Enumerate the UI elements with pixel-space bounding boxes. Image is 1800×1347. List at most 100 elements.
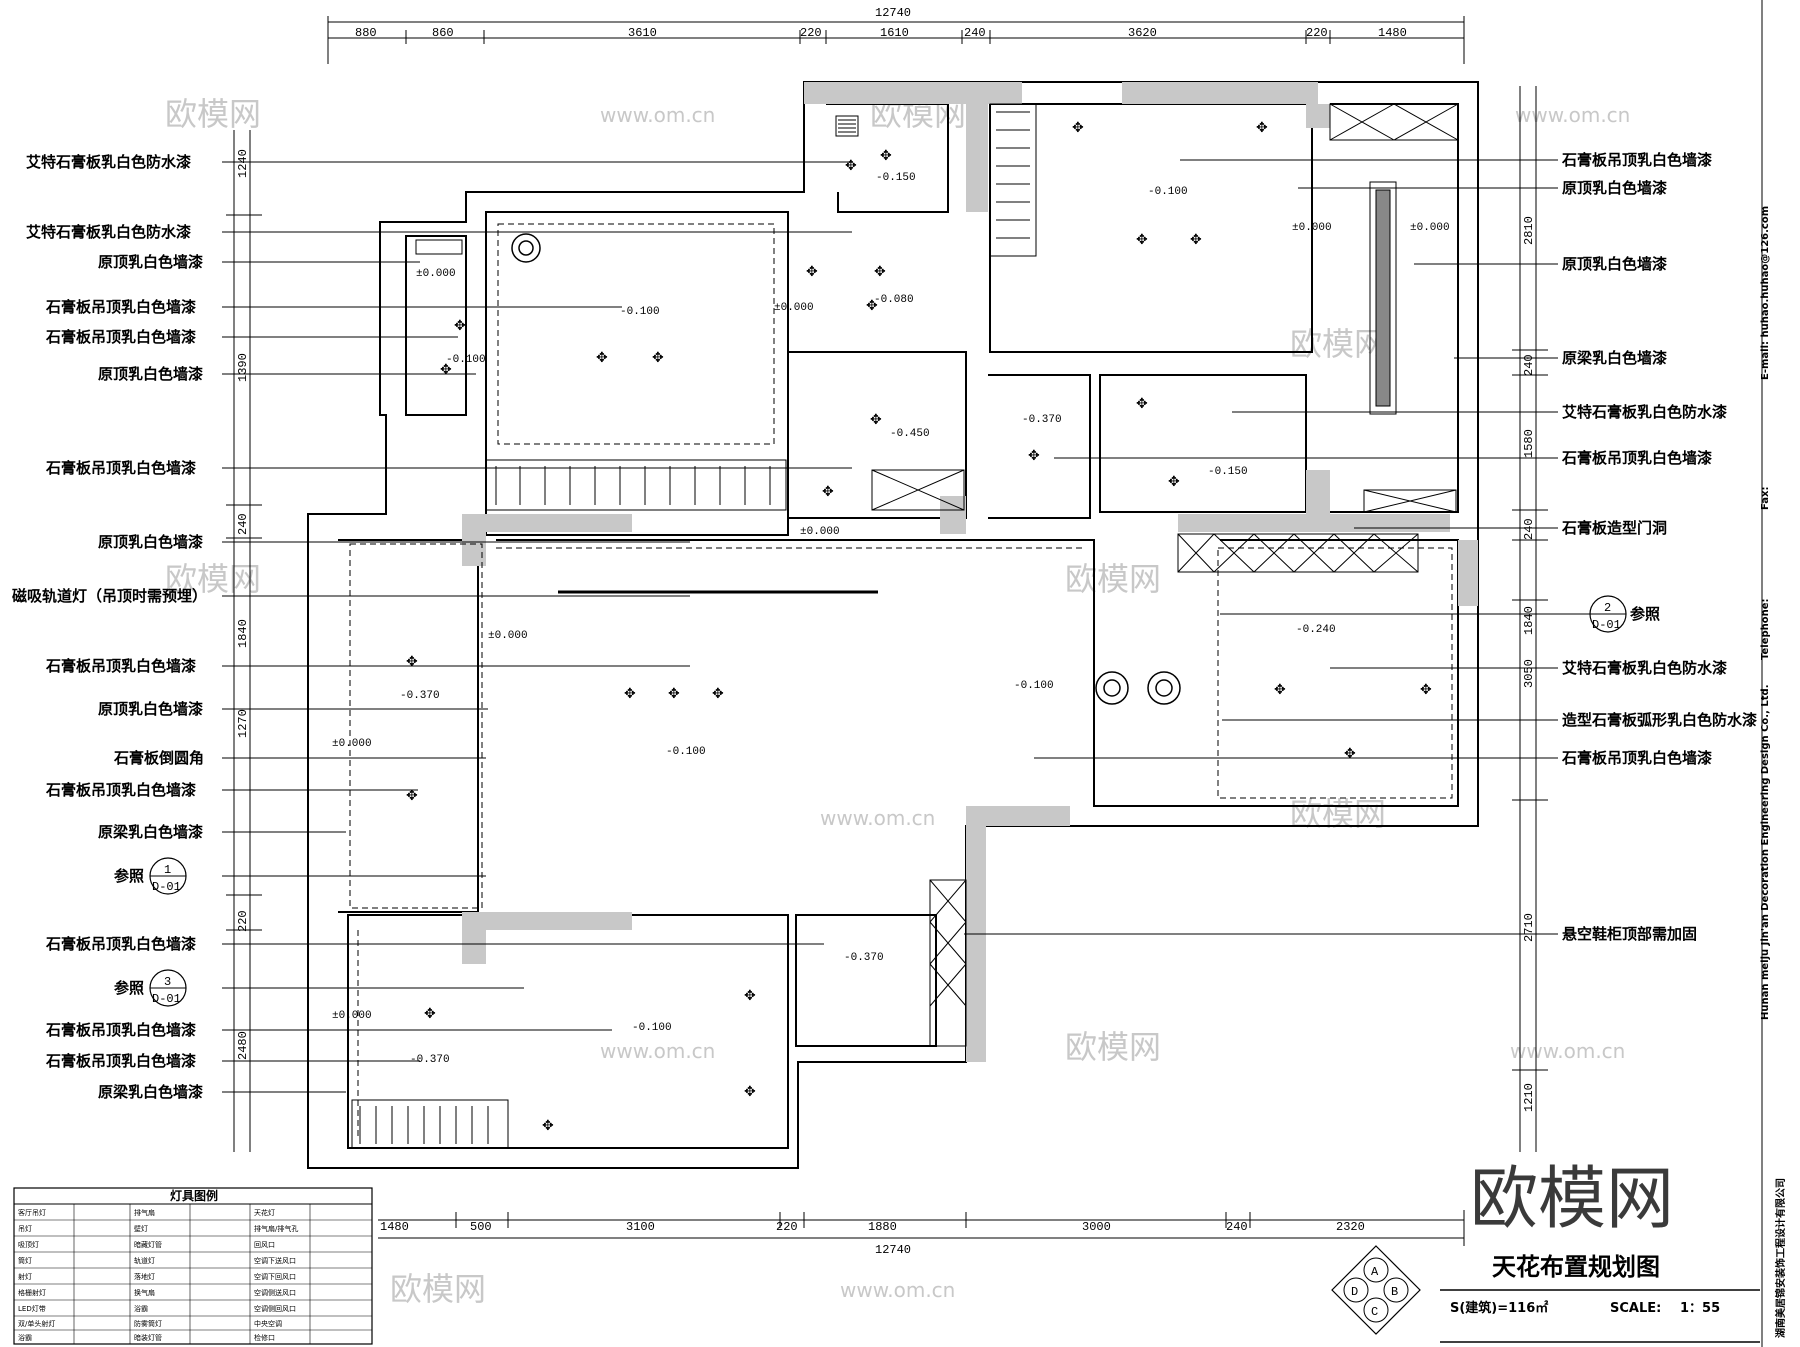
svg-text:✥: ✥ bbox=[1136, 396, 1148, 412]
legend-item: 客厅吊灯 bbox=[18, 1208, 46, 1217]
annotation-label: 艾特石膏板乳白色防水漆 bbox=[26, 153, 191, 171]
svg-text:✥: ✥ bbox=[1028, 448, 1040, 464]
elevation-mark: ±0.000 bbox=[1410, 222, 1450, 234]
svg-text:✥: ✥ bbox=[744, 1084, 756, 1100]
legend-item: 天花灯 bbox=[254, 1208, 275, 1217]
svg-text:✥: ✥ bbox=[845, 158, 857, 174]
elevation-mark: -0.150 bbox=[876, 172, 916, 184]
svg-text:✥: ✥ bbox=[880, 148, 892, 164]
svg-text:✥: ✥ bbox=[454, 318, 466, 334]
rose-letter: A bbox=[1371, 1265, 1379, 1279]
elevation-mark: -0.150 bbox=[1208, 466, 1248, 478]
elevation-mark: ±0.000 bbox=[332, 1010, 372, 1022]
elevation-mark: -0.370 bbox=[1022, 414, 1062, 426]
ceiling-lamps bbox=[511, 233, 1181, 705]
elevation-mark: -0.370 bbox=[410, 1054, 450, 1066]
annotation-label: 参照 bbox=[1630, 605, 1660, 623]
elevation-mark: ±0.000 bbox=[332, 738, 372, 750]
annotation-label: 造型石膏板弧形乳白色防水漆 bbox=[1562, 711, 1757, 729]
right-leader-lines bbox=[964, 159, 1590, 935]
bottom-dimension-text: 1480 500 3100 220 1880 3000 240 2320 127… bbox=[380, 1220, 1365, 1257]
legend-item: LED灯带 bbox=[18, 1304, 46, 1313]
legend-title: 灯具图例 bbox=[170, 1188, 218, 1203]
annotation-label: 参照 bbox=[114, 979, 144, 997]
legend-item: 空调下回风口 bbox=[254, 1272, 296, 1281]
elevation-mark: -0.100 bbox=[446, 354, 486, 366]
reference-number: 1 bbox=[164, 863, 171, 877]
elevation-mark: -0.100 bbox=[1014, 680, 1054, 692]
dim-bottom: 3000 bbox=[1082, 1220, 1111, 1234]
annotation-label: 石膏板吊顶乳白色墙漆 bbox=[45, 781, 196, 799]
dim-left: 1240 bbox=[236, 149, 250, 178]
reference-number: 3 bbox=[164, 975, 171, 989]
watermark-url: www.om.cn bbox=[1515, 103, 1630, 127]
dim-top: 220 bbox=[800, 26, 822, 40]
annotation-label: 原梁乳白色墙漆 bbox=[98, 823, 203, 841]
svg-text:✥: ✥ bbox=[1136, 232, 1148, 248]
annotation-label: 悬空鞋柜顶部需加固 bbox=[1562, 925, 1697, 943]
watermark-logo: 欧模网 bbox=[1065, 1028, 1161, 1066]
svg-text:✥: ✥ bbox=[424, 1006, 436, 1022]
watermark-logo: 欧模网 bbox=[1290, 795, 1386, 833]
elevation-mark: ±0.000 bbox=[1292, 222, 1332, 234]
watermark-url: www.om.cn bbox=[600, 103, 715, 127]
watermark-logo: 欧模网 bbox=[1065, 560, 1161, 598]
dim-right: 240 bbox=[1522, 518, 1536, 540]
legend-item: 排气扇 bbox=[134, 1208, 155, 1217]
svg-text:✥: ✥ bbox=[542, 1118, 554, 1134]
annotation-label: 石膏板吊顶乳白色墙漆 bbox=[45, 298, 196, 316]
svg-text:✥: ✥ bbox=[1256, 120, 1268, 136]
dim-top: 3610 bbox=[628, 26, 657, 40]
svg-text:✥: ✥ bbox=[1344, 746, 1356, 762]
dim-left: 220 bbox=[236, 910, 250, 932]
dim-right: 1210 bbox=[1522, 1083, 1536, 1112]
dim-total-top: 12740 bbox=[875, 6, 911, 20]
dim-bottom: 1880 bbox=[868, 1220, 897, 1234]
dim-right: 2710 bbox=[1522, 913, 1536, 942]
svg-text:✥: ✥ bbox=[1274, 682, 1286, 698]
legend-item: 吊灯 bbox=[18, 1224, 32, 1233]
elevation-mark: ±0.000 bbox=[488, 630, 528, 642]
elevation-mark: -0.450 bbox=[890, 428, 930, 440]
annotation-label: 石膏板吊顶乳白色墙漆 bbox=[45, 935, 196, 953]
legend-item: 筒灯 bbox=[18, 1256, 32, 1265]
rose-letter: D bbox=[1351, 1285, 1358, 1299]
annotation-label: 参照 bbox=[114, 867, 144, 885]
dim-bottom: 2320 bbox=[1336, 1220, 1365, 1234]
watermark-url: www.om.cn bbox=[820, 806, 935, 830]
reference-sheet: D-01 bbox=[152, 992, 181, 1006]
annotation-label: 艾特石膏板乳白色防水漆 bbox=[1562, 403, 1727, 421]
rose-letter: C bbox=[1371, 1305, 1378, 1319]
legend-item: 防雾筒灯 bbox=[134, 1319, 162, 1328]
watermark-logo: 欧模网 bbox=[1290, 325, 1386, 363]
annotation-label: 原顶乳白色墙漆 bbox=[1562, 179, 1667, 197]
elevation-mark: -0.100 bbox=[1148, 186, 1188, 198]
watermark-logo-large: 欧模网 bbox=[1470, 1160, 1674, 1239]
dim-top: 220 bbox=[1306, 26, 1328, 40]
elevation-mark: ±0.000 bbox=[416, 268, 456, 280]
legend-item: 排气扇/排气孔 bbox=[254, 1224, 298, 1233]
drawing-title: 天花布置规划图 bbox=[1492, 1253, 1660, 1281]
elevation-mark: -0.080 bbox=[874, 294, 914, 306]
legend-item: 中央空调 bbox=[254, 1319, 282, 1328]
svg-text:✥: ✥ bbox=[624, 686, 636, 702]
section-reference-2: 2 D-01 bbox=[1589, 595, 1627, 633]
scale-value: 1：55 bbox=[1680, 1301, 1720, 1316]
scale-label: SCALE: bbox=[1610, 1301, 1661, 1316]
compass-rose: A B C D bbox=[1331, 1245, 1421, 1335]
dim-right: 3050 bbox=[1522, 659, 1536, 688]
left-labels: 艾特石膏板乳白色防水漆 艾特石膏板乳白色防水漆 原顶乳白色墙漆 石膏板吊顶乳白色… bbox=[12, 153, 207, 1101]
dim-total-bottom: 12740 bbox=[875, 1243, 911, 1257]
svg-text:✥: ✥ bbox=[406, 654, 418, 670]
company-name-cn: 湖南美居锦安装饰工程设计有限公司 bbox=[1774, 1178, 1787, 1338]
svg-text:✥: ✥ bbox=[822, 484, 834, 500]
legend-item: 空调下送风口 bbox=[254, 1256, 296, 1265]
dim-top: 240 bbox=[964, 26, 986, 40]
legend-item: 检修口 bbox=[254, 1333, 275, 1342]
reference-number: 2 bbox=[1604, 601, 1611, 615]
svg-text:✥: ✥ bbox=[744, 988, 756, 1004]
legend-item: 换气扇 bbox=[134, 1288, 155, 1297]
elevation-mark: ±0.000 bbox=[800, 526, 840, 538]
watermark-url: www.om.cn bbox=[840, 1278, 955, 1302]
dim-top: 880 bbox=[355, 26, 377, 40]
